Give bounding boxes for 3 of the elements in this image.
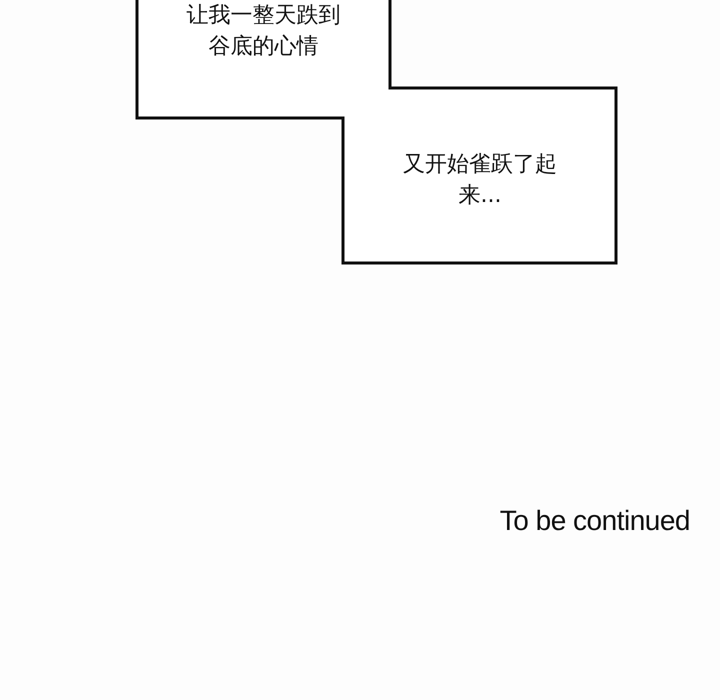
ending-caption: To be continued bbox=[498, 505, 690, 537]
dialogue-text: 让我一整天跌到谷底的心情 bbox=[186, 2, 342, 61]
dialogue-text: 又开始雀跃了起来... bbox=[402, 151, 558, 210]
